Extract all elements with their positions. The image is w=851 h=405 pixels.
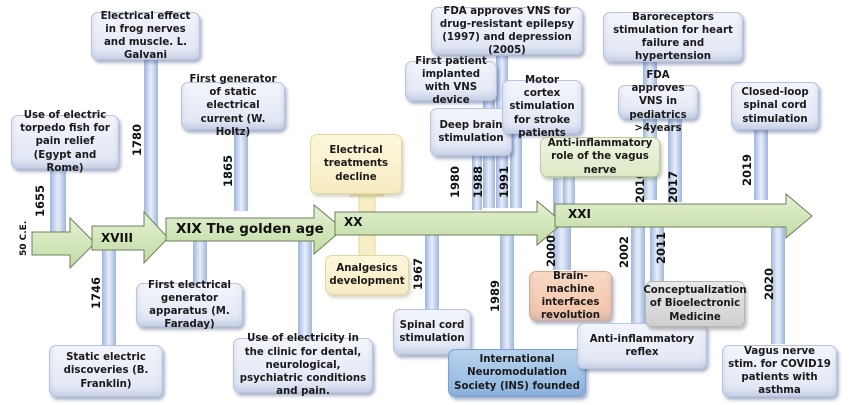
event-closed-loop: Closed-loop spinal cord stimulation [731, 82, 819, 130]
arrow-xviii [91, 210, 169, 265]
year-2020: 2020 [762, 267, 776, 300]
event-clinic: Use of electricity in the clinic for den… [233, 333, 373, 397]
connector-1980 [472, 155, 482, 210]
era-xviii: XVIII [101, 231, 133, 245]
era-xxi: XXI [568, 207, 591, 221]
year-1989: 1989 [488, 279, 502, 312]
connector-2020 [771, 222, 785, 344]
event-torpedo-fish: Use of electric torpedo fish for pain re… [11, 110, 119, 174]
connector-2011 [650, 225, 664, 285]
year-1780: 1780 [130, 123, 144, 156]
event-franklin: Static electric discoveries (B. Franklin… [49, 345, 163, 397]
event-bioelectronic-medicine: Conceptualization of Bioelectronic Medic… [643, 281, 747, 327]
event-fda-vns: FDA approves VNS for drug-resistant epil… [431, 6, 583, 56]
connector-1991 [510, 132, 522, 208]
year-2000: 2000 [544, 234, 558, 267]
timeline-arrows [31, 192, 813, 270]
arrow-xx [334, 199, 564, 247]
event-brain-machine: Brain-machine interfaces revolution [529, 271, 612, 321]
year-2017: 2017 [666, 170, 680, 203]
event-motor-cortex: Motor cortex stimulation for stroke pati… [502, 75, 582, 139]
connector-faraday [193, 240, 207, 285]
arrow-xxi [554, 192, 813, 240]
event-holtz: First generator of static electrical cur… [181, 74, 285, 138]
era-xx: XX [344, 215, 363, 229]
year-1746: 1746 [89, 276, 103, 309]
event-covid19: Vagus nerve stim. for COVID19 patients w… [722, 345, 837, 397]
event-galvani: Electrical effect in frog nerves and mus… [91, 11, 200, 61]
event-first-patient: First patient implanted with VNS device [405, 56, 497, 106]
connector-1865 [234, 131, 248, 211]
era-xix: XIX The golden age [176, 221, 324, 237]
year-1655: 1655 [33, 184, 47, 217]
connector-2019 [754, 130, 768, 200]
event-fda-pediatrics: FDA approves VNS in pediatrics >4years [618, 70, 698, 134]
event-baroreceptors: Baroreceptors stimulation for heart fail… [603, 12, 743, 62]
arrow-start [31, 216, 96, 270]
event-deep-brain: Deep brain stimulation [430, 108, 512, 156]
year-1980: 1980 [448, 165, 462, 198]
connector-1746 [102, 248, 116, 346]
year-2019: 2019 [740, 153, 754, 186]
connector-1989 [500, 228, 514, 350]
connector-1967 [425, 230, 439, 312]
event-faraday: First electrical generator apparatus (M.… [136, 280, 243, 330]
connector-2002 [631, 222, 645, 324]
event-treatments-decline: Electrical treatments decline [310, 134, 402, 194]
start-label: 50 C.E. [19, 220, 29, 256]
year-1967: 1967 [411, 257, 425, 290]
arrow-xix [165, 203, 344, 256]
event-analgesics: Analgesics development [325, 255, 409, 295]
connector-2017 [668, 118, 682, 202]
year-2002: 2002 [617, 235, 631, 268]
year-1865: 1865 [221, 154, 235, 187]
connector-1655 [50, 168, 66, 234]
event-anti-inflammatory-reflex: Anti-inflammatory reflex [577, 323, 707, 369]
year-2011: 2011 [654, 231, 668, 264]
connector-anti-role [563, 175, 575, 205]
year-1991: 1991 [497, 165, 511, 198]
event-ins-founded: International Neuromodulation Society (I… [448, 349, 586, 397]
connector-clinic [298, 240, 312, 340]
connector-1780 [144, 60, 158, 230]
year-1988: 1988 [471, 165, 485, 198]
event-anti-inflammatory-role: Anti-inflammatory role of the vagus nerv… [540, 137, 660, 177]
event-spinal-cord: Spinal cord stimulation [393, 309, 471, 355]
